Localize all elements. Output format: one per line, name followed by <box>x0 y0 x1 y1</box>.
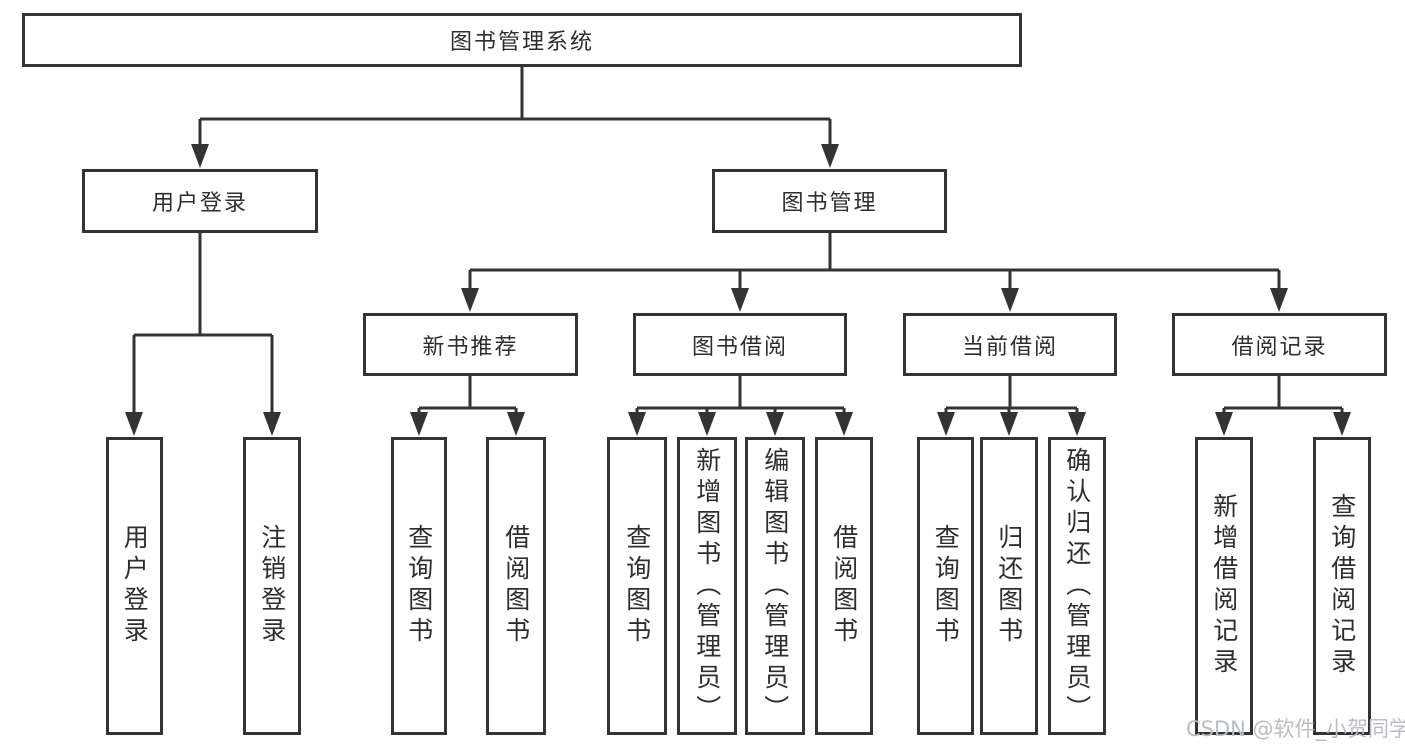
node-borrowing-records: 借阅记录 <box>1172 313 1387 376</box>
leaf-return-books: 归还图书 <box>980 437 1038 735</box>
node-current-borrowing: 当前借阅 <box>903 313 1117 376</box>
leaf-edit-book-admin: 编辑图书（管理员） <box>745 437 805 735</box>
node-book-borrowing: 图书借阅 <box>633 313 847 376</box>
leaf-add-borrow-record: 新增借阅记录 <box>1195 437 1253 735</box>
watermark: CSDN @软件_小贺同学 <box>1186 717 1405 741</box>
node-book-management: 图书管理 <box>712 169 947 233</box>
leaf-query-books-borrowing: 查询图书 <box>607 437 667 735</box>
leaf-borrow-books-borrowing: 借阅图书 <box>815 437 873 735</box>
leaf-query-borrow-record: 查询借阅记录 <box>1313 437 1371 735</box>
leaf-borrow-books-recommendation: 借阅图书 <box>486 437 546 735</box>
node-user-login: 用户登录 <box>82 169 318 233</box>
leaf-query-books-current: 查询图书 <box>917 437 974 735</box>
leaf-query-books-recommendation: 查询图书 <box>391 437 447 735</box>
leaf-add-book-admin: 新增图书（管理员） <box>677 437 737 735</box>
node-new-book-recommendation: 新书推荐 <box>363 313 578 376</box>
leaf-confirm-return-admin: 确认归还（管理员） <box>1048 437 1106 735</box>
node-library-management-system: 图书管理系统 <box>22 13 1022 67</box>
leaf-logout: 注销登录 <box>243 437 301 735</box>
leaf-user-login: 用户登录 <box>106 437 163 735</box>
